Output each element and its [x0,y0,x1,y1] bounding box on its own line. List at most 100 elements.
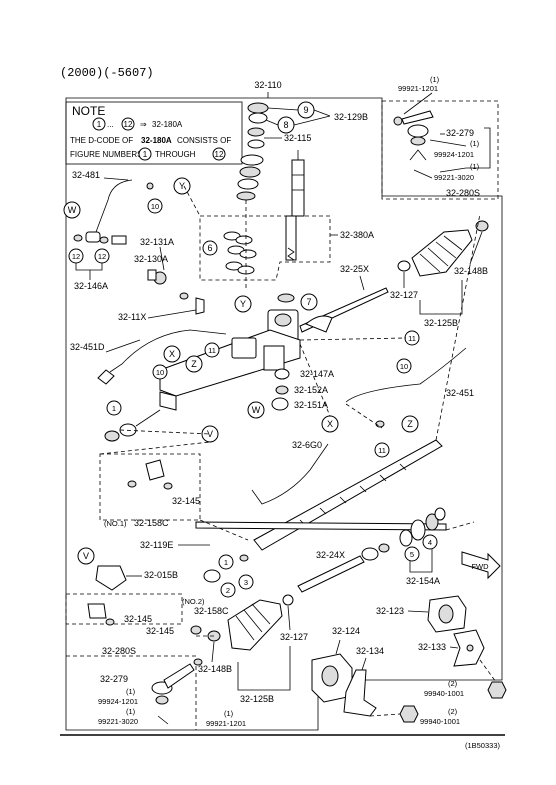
tube-32-119E [195,521,447,531]
main-frame [65,97,503,731]
label-32-280S-bot: 32-280S [102,646,136,656]
label-99221-bot: 99221-3020 [98,717,138,726]
callout-9: 9 [303,105,308,115]
label-99921-top: 99921-1201 [398,84,438,93]
note-line2-code: 32-180A [141,136,172,145]
label-32-145-c: 32-145 [146,626,174,636]
label-32-130A: 32-130A [134,254,168,264]
label-32-158C-a: 32-158C [134,518,169,528]
note-line2-prefix: THE D-CODE OF [70,136,133,145]
label-99921-bot: 99921-1201 [206,719,246,728]
label-99221-top-qty: (1) [470,162,480,171]
callout-1-low: 1 [224,558,228,567]
callout-11-right2: 11 [378,446,386,455]
callout-V-mid: V [207,429,213,439]
label-32-127-bot: 32-127 [280,632,308,642]
note-title: NOTE [72,104,105,118]
label-32-25X: 32-25X [340,264,369,274]
callout-W-mid: W [252,405,261,415]
callout-11-right: 11 [408,334,416,343]
note-box: NOTE 1 ... 12 ⇒ 32-180A THE D-CODE OF 32… [65,101,243,165]
callout-Y-mid: Y [240,299,246,309]
callout-10-mid: 10 [156,368,164,377]
callout-Y-top: Y [179,181,185,191]
label-32-145-a: 32-145 [172,496,200,506]
label-32-125B-top: 32-125B [424,318,458,328]
label-32-125B-bot: 32-125B [240,694,274,704]
banjo-fittings [73,231,127,245]
pipe-32-451D [109,329,227,373]
note-fig-a: 1 [143,150,148,159]
forward-arrow-label: FWD [471,562,489,571]
nut-leader-a [479,659,497,683]
tie-rod-end-bottom [151,658,203,725]
label-no1: (NO.1) [104,519,127,528]
label-32-147A: 32-147A [300,369,334,379]
callout-6: 6 [207,243,212,253]
note-line3-prefix: FIGURE NUMBERS [70,150,142,159]
label-99221-top: 99221-3020 [434,173,474,182]
tie-rod-32-24X [297,555,365,593]
callout-11-mid: 11 [208,346,216,355]
label-32-119E: 32-119E [140,540,173,550]
label-32-131A: 32-131A [140,237,174,247]
label-no2: (NO.2) [182,597,205,606]
label-32-148B-top: 32-148B [454,266,488,276]
bracket-158C-1 [127,459,173,490]
bracket-158C-2 [87,603,202,635]
connector-dashes [99,185,481,637]
label-32-481: 32-481 [72,170,100,180]
label-32-451: 32-451 [446,388,474,398]
label-32-24X: 32-24X [316,550,345,560]
note-fig-b: 12 [215,150,224,159]
seal-kit-rings [223,231,257,275]
assembly-number: 32-110 [254,80,281,90]
seal-stack [236,102,269,201]
cylinder-11X [179,292,205,315]
label-32-280S-top: 32-280S [446,188,480,198]
label-32-015B: 32-015B [144,570,178,580]
label-32-146A: 32-146A [74,281,108,291]
label-32-152A: 32-152A [294,385,328,395]
label-32-145-b: 32-145 [124,614,152,624]
label-32-129B: 32-129B [334,112,368,122]
callout-5: 5 [410,550,414,559]
label-32-279-top: 32-279 [446,128,474,138]
label-99940-a-qty: (2) [448,679,458,688]
label-99924-top: 99924-1201 [434,150,474,159]
callout-8: 8 [283,120,288,130]
callout-12-a: 12 [72,252,80,261]
boot-lower-left [207,594,294,651]
callout-Z-right: Z [407,419,413,429]
callout-10-right: 10 [400,362,408,371]
note-arrow: ⇒ [140,120,147,129]
callout-X-right: X [327,419,333,429]
label-99940-b-qty: (2) [448,707,458,716]
label-32-134: 32-134 [356,646,384,656]
note-range-target: 32-180A [152,120,183,129]
callout-1: 1 [112,404,116,413]
control-valve [285,150,305,261]
pipe-32-451 [345,347,467,403]
clamp-32-134 [343,669,377,717]
clamp-32-133 [453,629,485,667]
label-99924-bot: 99924-1201 [98,697,138,706]
label-99924-top-qty: (1) [470,139,480,148]
label-32-6G0: 32-6G0 [292,440,322,450]
callout-10-top: 10 [151,202,159,211]
label-32-151A: 32-151A [294,400,328,410]
callout-V-low: V [83,551,89,561]
header-code: (2000)(-5607) [60,66,154,80]
boot-upper-right [397,220,489,277]
footer-code: (1B50333) [465,741,501,750]
tie-rod-end-box-top [381,92,499,200]
note-line2-suffix: CONSISTS OF [177,136,231,145]
label-32-127-top: 32-127 [390,290,418,300]
label-99940-b: 99940-1001 [420,717,460,726]
callout-2: 2 [226,586,230,595]
label-99924-bot-qty: (1) [126,687,136,696]
label-32-123: 32-123 [376,606,404,616]
label-32-158C-b: 32-158C [194,606,229,616]
bracket-32-015B [95,565,127,591]
